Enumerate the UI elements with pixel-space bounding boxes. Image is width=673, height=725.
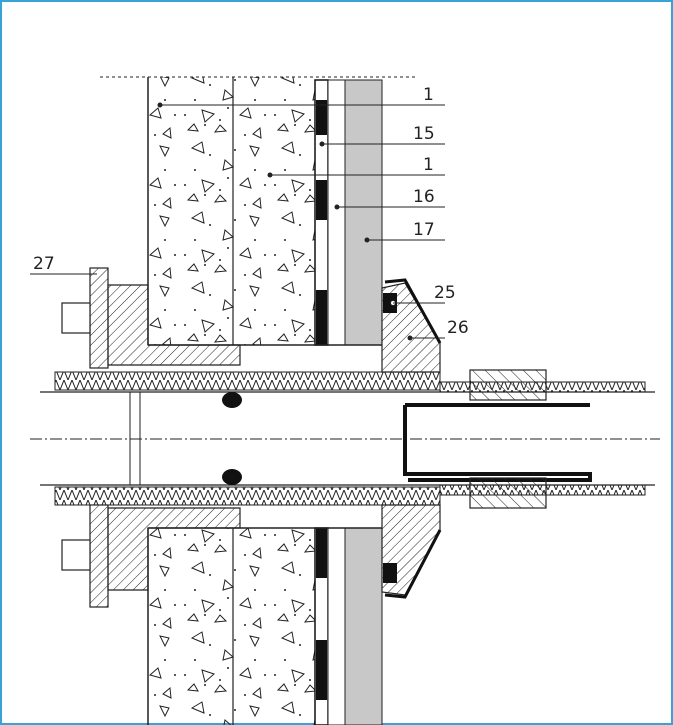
leader-lines [30,102,445,341]
wall-upper [147,77,383,346]
label-27: 27 [33,254,55,274]
label-1-lower: 1 [423,155,434,175]
label-16: 16 [413,187,435,207]
label-1-upper: 1 [423,85,434,105]
pipe-body [30,369,660,509]
wall-lower [147,527,383,725]
label-26: 26 [447,318,469,338]
label-15: 15 [413,124,435,144]
label-25: 25 [434,283,456,303]
label-17: 17 [413,220,435,240]
flange-27 [61,267,241,608]
